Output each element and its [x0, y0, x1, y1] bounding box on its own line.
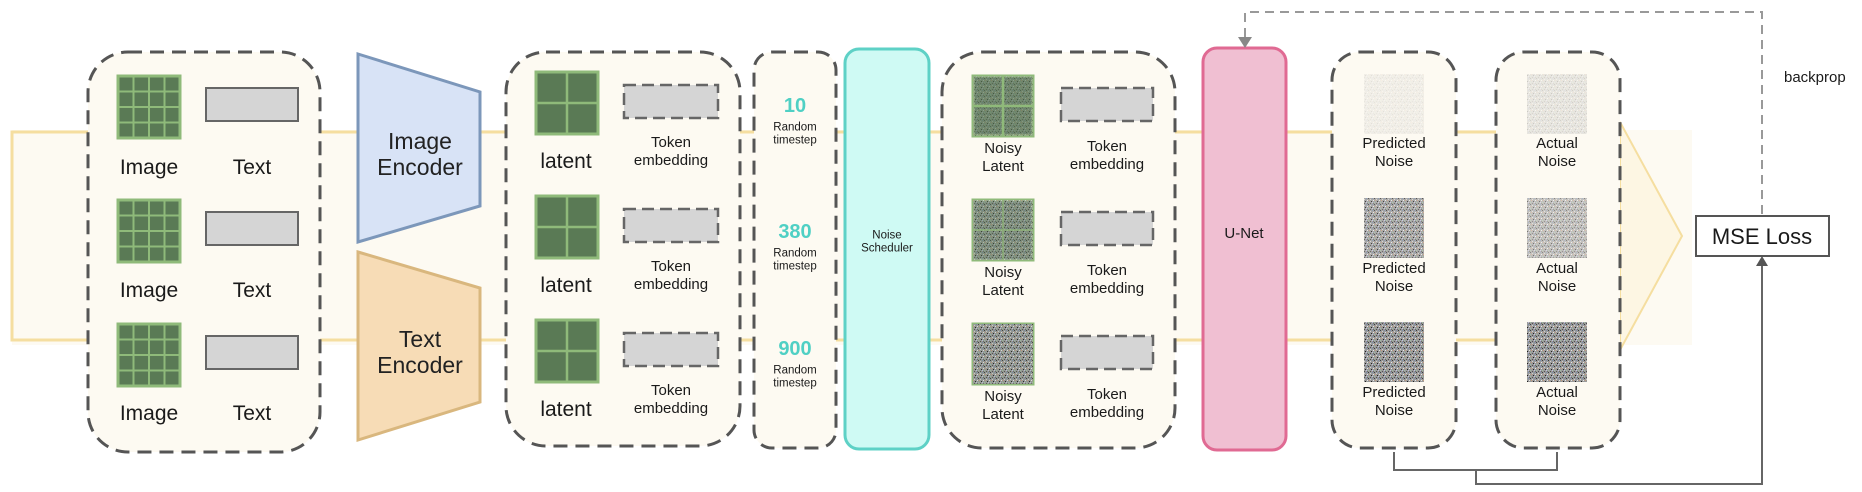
text-bar-icon [205, 335, 299, 370]
token-embedding-icon [1059, 86, 1155, 123]
image-grid-icon [116, 74, 182, 140]
flow-lines [10, 130, 1496, 342]
input-row-1: Image Text [116, 74, 299, 179]
latent-grid-icon [534, 70, 600, 136]
noise-image-icon [1527, 74, 1587, 134]
text-bar-icon [205, 211, 299, 246]
timestep-value: 900 [778, 338, 811, 360]
mse-loss-label: MSE Loss [1712, 224, 1812, 249]
input-row-3: Image Text [116, 322, 299, 425]
input-section: Image Text Image Text Image Text [86, 50, 322, 454]
noisy-latent-icon [971, 322, 1035, 386]
text-label: Text [233, 279, 272, 302]
image-label: Image [120, 156, 178, 179]
mse-loss-block: MSE Loss [1695, 215, 1830, 257]
input-row-2: Image Text [116, 198, 299, 302]
noise-image-icon [1527, 198, 1587, 258]
image-label: Image [120, 279, 178, 302]
token-embedding-icon [622, 83, 720, 120]
image-label: Image [120, 402, 178, 425]
latent-label: latent [540, 274, 592, 297]
unet-block: U-Net [1201, 46, 1288, 452]
noise-image-icon [1364, 74, 1424, 134]
image-grid-icon [116, 322, 182, 388]
backprop-arrow: backprop [1238, 11, 1846, 214]
image-grid-icon [116, 198, 182, 264]
timestep-value: 380 [778, 221, 811, 243]
token-embedding-icon [1059, 210, 1155, 247]
token-embedding-icon [622, 207, 720, 244]
noise-image-icon [1364, 198, 1424, 258]
noise-image-icon [1527, 322, 1587, 382]
backprop-label: backprop [1784, 69, 1846, 86]
noise-image-icon [1364, 322, 1424, 382]
text-label: Text [233, 402, 272, 425]
unet-label: U-Net [1224, 225, 1264, 242]
token-embedding-icon [1059, 334, 1155, 371]
noisy-latent-icon [971, 74, 1035, 138]
latent-grid-icon [534, 318, 600, 384]
token-embedding-icon [622, 331, 720, 368]
timestep-box [752, 50, 838, 450]
latent-label: latent [540, 398, 592, 421]
noisy-latent-icon [971, 198, 1035, 262]
timestep-value: 10 [784, 95, 806, 117]
text-bar-icon [205, 87, 299, 122]
loss-connector [1393, 256, 1768, 485]
text-label: Text [233, 156, 272, 179]
latent-label: latent [540, 150, 592, 173]
latent-grid-icon [534, 194, 600, 260]
